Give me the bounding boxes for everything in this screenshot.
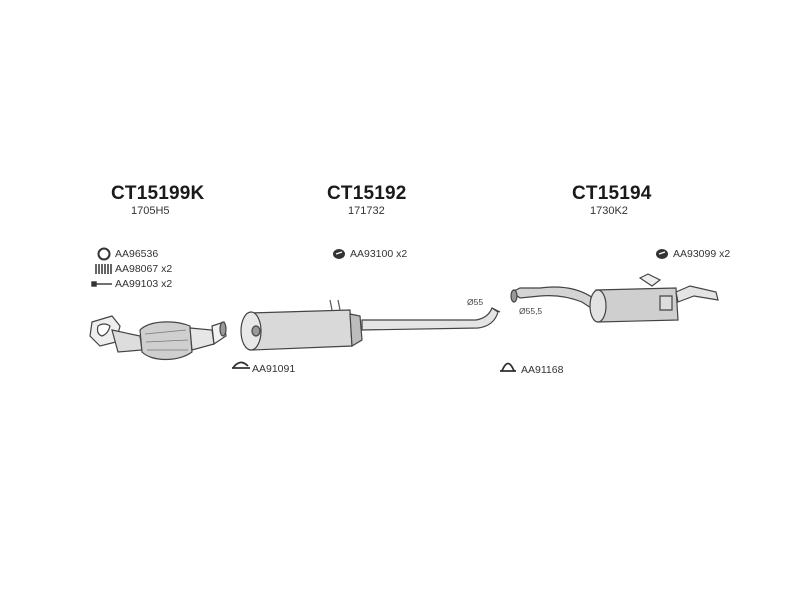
rubber-rear-icon xyxy=(656,249,668,259)
bolt-icon xyxy=(91,281,112,287)
assembly-ref-1: 1705H5 xyxy=(131,205,170,217)
part-label-ring-gasket[interactable]: AA96536 xyxy=(115,248,159,260)
assembly-code-3[interactable]: CT15194 xyxy=(572,183,652,204)
pipe-diameter-label-1: Ø55 xyxy=(467,297,484,307)
part-label-spring[interactable]: AA98067 x2 xyxy=(115,263,173,275)
catalytic-converter-drawing[interactable] xyxy=(89,315,227,361)
part-label-rubber-mid[interactable]: AA93100 x2 xyxy=(350,248,408,260)
assembly-code-1[interactable]: CT15199K xyxy=(111,183,205,204)
clamp-left-icon xyxy=(232,361,250,369)
part-label-clamp-left[interactable]: AA91091 xyxy=(252,363,296,375)
part-label-bolt[interactable]: AA99103 x2 xyxy=(115,278,173,290)
assembly-ref-2: 171732 xyxy=(348,205,385,217)
ring-gasket-icon xyxy=(97,247,111,261)
assembly-ref-3: 1730K2 xyxy=(590,205,628,217)
pipe-diameter-label-2: Ø55,5 xyxy=(519,306,543,316)
middle-silencer-drawing[interactable] xyxy=(240,299,501,351)
assembly-code-2[interactable]: CT15192 xyxy=(327,183,407,204)
rubber-mid-icon xyxy=(333,249,345,259)
part-label-rubber-rear[interactable]: AA93099 x2 xyxy=(673,248,731,260)
spring-icon xyxy=(95,264,112,274)
part-label-clamp-right[interactable]: AA91168 xyxy=(521,364,564,376)
rear-silencer-drawing[interactable] xyxy=(510,273,719,323)
clamp-right-icon xyxy=(500,362,516,372)
